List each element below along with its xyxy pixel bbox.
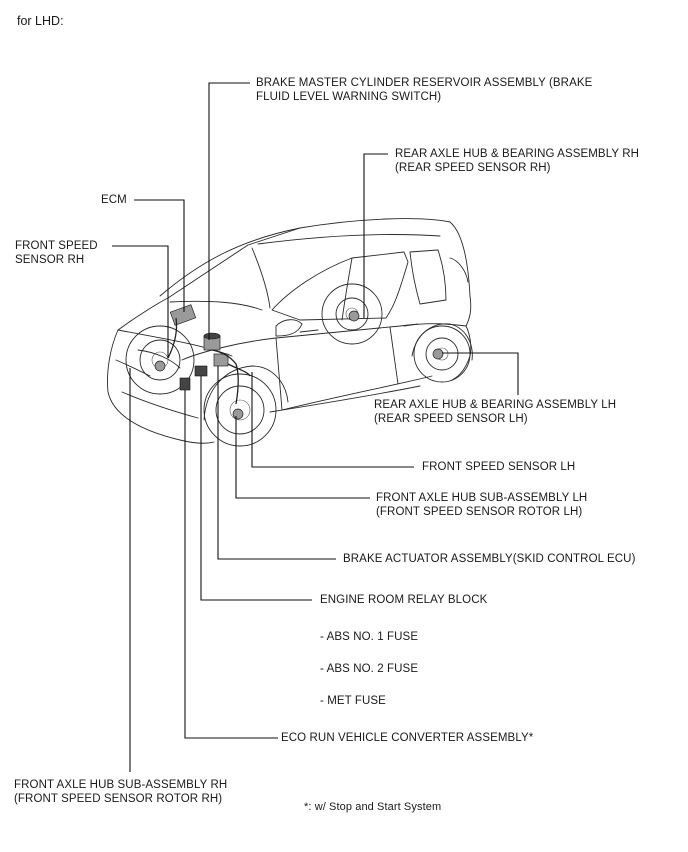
label-fuse-abs-2: - ABS NO. 2 FUSE xyxy=(320,663,419,675)
label-line: FLUID LEVEL WARNING SWITCH) xyxy=(256,91,442,103)
leader-lines xyxy=(112,82,519,772)
page-header: for LHD: xyxy=(17,14,64,28)
label-rear-hub-lh: REAR AXLE HUB & BEARING ASSEMBLY LH (REA… xyxy=(374,398,616,426)
car-body xyxy=(107,218,473,447)
label-brake-master-cylinder: BRAKE MASTER CYLINDER RESERVOIR ASSEMBLY… xyxy=(256,76,592,104)
label-eco-run-converter: ECO RUN VEHICLE CONVERTER ASSEMBLY* xyxy=(281,732,534,744)
label-line: REAR AXLE HUB & BEARING ASSEMBLY RH xyxy=(395,148,640,160)
label-line: (FRONT SPEED SENSOR ROTOR RH) xyxy=(14,793,223,805)
label-line: FRONT AXLE HUB SUB-ASSEMBLY RH xyxy=(14,779,228,791)
label-line: (REAR SPEED SENSOR LH) xyxy=(374,413,528,425)
label-line: (REAR SPEED SENSOR RH) xyxy=(395,162,551,174)
label-front-hub-lh: FRONT AXLE HUB SUB-ASSEMBLY LH (FRONT SP… xyxy=(376,491,587,519)
label-rear-hub-rh: REAR AXLE HUB & BEARING ASSEMBLY RH (REA… xyxy=(395,147,639,175)
label-ecm: ECM xyxy=(101,194,127,206)
label-brake-actuator: BRAKE ACTUATOR ASSEMBLY(SKID CONTROL ECU… xyxy=(343,553,636,565)
label-fuse-met: - MET FUSE xyxy=(320,695,386,707)
label-front-speed-sensor-rh: FRONT SPEED SENSOR RH xyxy=(15,239,98,267)
label-line: REAR AXLE HUB & BEARING ASSEMBLY LH xyxy=(374,399,617,411)
label-engine-room-relay-block: ENGINE ROOM RELAY BLOCK xyxy=(320,594,488,606)
label-front-hub-rh: FRONT AXLE HUB SUB-ASSEMBLY RH (FRONT SP… xyxy=(14,778,227,806)
label-line: BRAKE MASTER CYLINDER RESERVOIR ASSEMBLY… xyxy=(256,77,593,89)
label-fuse-abs-1: - ABS NO. 1 FUSE xyxy=(320,631,419,643)
label-line: FRONT AXLE HUB SUB-ASSEMBLY LH xyxy=(376,492,588,504)
footnote: *: w/ Stop and Start System xyxy=(304,801,442,813)
label-front-speed-sensor-lh: FRONT SPEED SENSOR LH xyxy=(422,461,576,473)
label-line: SENSOR RH xyxy=(15,254,85,266)
label-line: (FRONT SPEED SENSOR ROTOR LH) xyxy=(376,506,583,518)
label-line: FRONT SPEED xyxy=(15,240,98,252)
